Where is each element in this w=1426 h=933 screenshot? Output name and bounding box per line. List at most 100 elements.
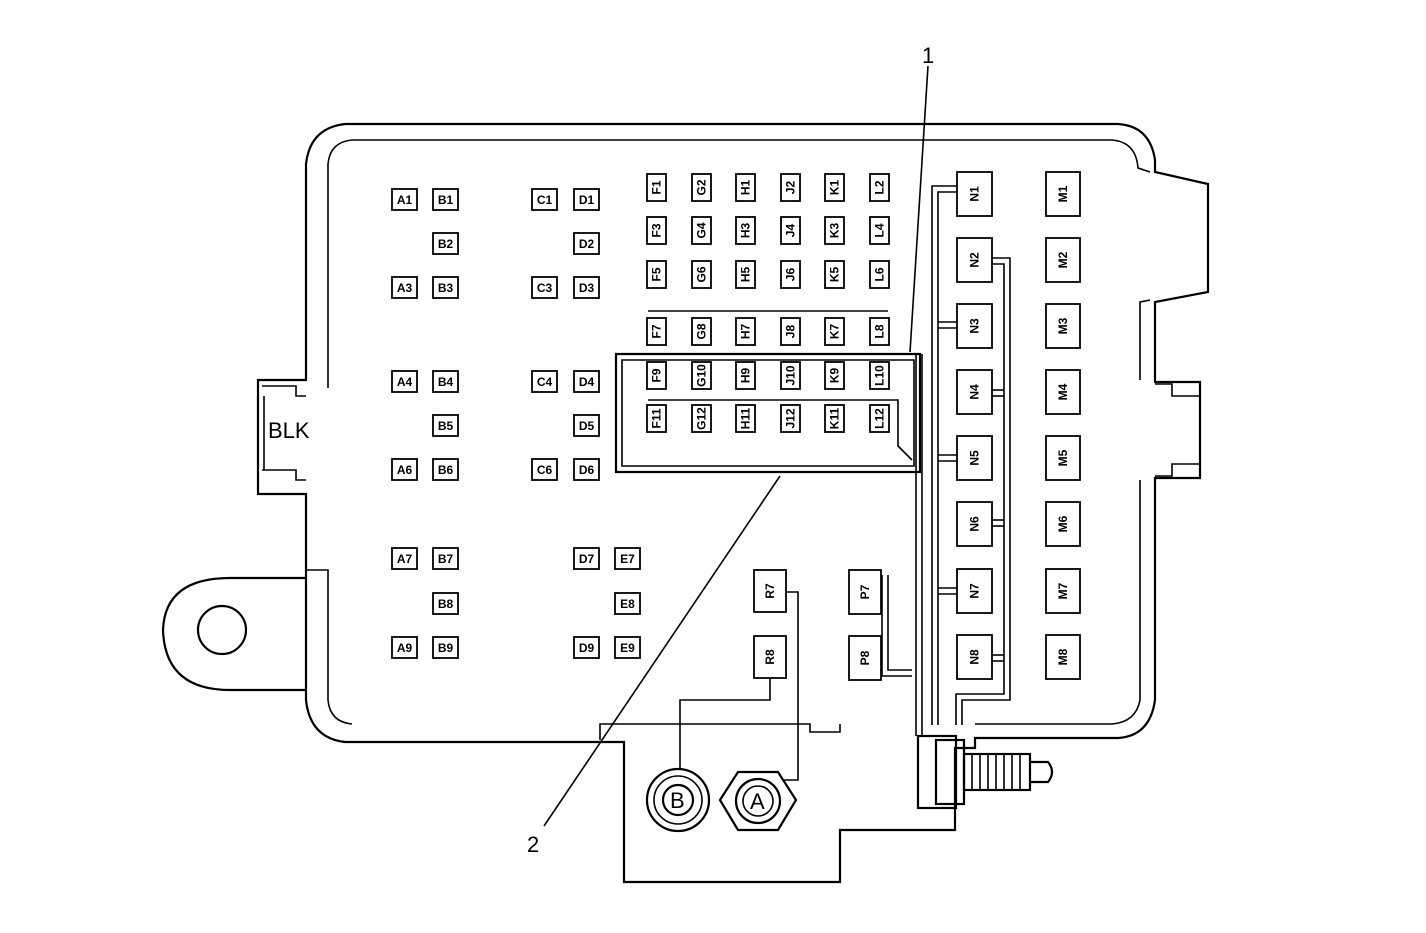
fuse-b4: B4 xyxy=(432,370,459,393)
fuse-d6: D6 xyxy=(573,458,600,481)
fuse-f9: F9 xyxy=(646,361,667,390)
fuse-label: L8 xyxy=(873,324,887,338)
fuse-k11: K11 xyxy=(824,404,845,433)
fuse-j8: J8 xyxy=(780,317,801,346)
fuse-label: L4 xyxy=(873,223,887,237)
fuse-label: J2 xyxy=(784,181,798,195)
relay-label: M1 xyxy=(1056,185,1070,202)
fuse-label: E8 xyxy=(620,597,635,611)
fuse-h7: H7 xyxy=(735,317,756,346)
fuse-label: B9 xyxy=(438,641,454,655)
relay-bus-wiring xyxy=(679,185,1011,781)
fuse-label: J12 xyxy=(784,408,798,428)
relay-m1: M1 xyxy=(1045,171,1081,217)
fuse-label: C3 xyxy=(537,281,553,295)
relay-label: M7 xyxy=(1056,582,1070,599)
fuse-c1: C1 xyxy=(531,188,558,211)
connector-label: BLK xyxy=(268,418,310,443)
relay-label: N8 xyxy=(968,649,982,665)
fuse-j12: J12 xyxy=(780,404,801,433)
stud-a-label: A xyxy=(750,789,765,814)
fuse-label: D5 xyxy=(579,419,595,433)
relay-n4: N4 xyxy=(956,369,993,415)
fuse-label: H5 xyxy=(739,267,753,283)
fuse-h3: H3 xyxy=(735,216,756,245)
relay-r8: R8 xyxy=(753,635,787,679)
stud-b: B xyxy=(645,767,711,833)
fuse-label: G10 xyxy=(695,364,709,387)
fuse-e8: E8 xyxy=(614,592,641,615)
fuse-label: F7 xyxy=(650,324,664,338)
fuse-f7: F7 xyxy=(646,317,667,346)
fuse-d5: D5 xyxy=(573,414,600,437)
fuse-label: D3 xyxy=(579,281,595,295)
relay-p7: P7 xyxy=(848,569,882,615)
fuse-f11: F11 xyxy=(646,404,667,433)
relay-m4: M4 xyxy=(1045,369,1081,415)
relay-m2: M2 xyxy=(1045,237,1081,283)
fuse-a4: A4 xyxy=(391,370,418,393)
relay-r7: R7 xyxy=(753,569,787,613)
fuse-label: C4 xyxy=(537,375,553,389)
callout-2-region xyxy=(614,352,922,474)
fuse-label: K5 xyxy=(828,267,842,283)
fuse-a7: A7 xyxy=(391,547,418,570)
fuse-c4: C4 xyxy=(531,370,558,393)
fuse-l6: L6 xyxy=(869,260,890,289)
fuse-label: L12 xyxy=(873,408,887,429)
fuse-label: A4 xyxy=(397,375,413,389)
relay-label: M4 xyxy=(1056,383,1070,400)
fuse-label: H3 xyxy=(739,223,753,239)
fuse-label: H9 xyxy=(739,368,753,384)
fuse-label: D2 xyxy=(579,237,595,251)
fuse-c6: C6 xyxy=(531,458,558,481)
fuse-label: F9 xyxy=(650,368,664,382)
fuse-label: B4 xyxy=(438,375,454,389)
relay-label: P7 xyxy=(858,584,872,599)
fuse-label: D7 xyxy=(579,552,595,566)
fuse-label: J10 xyxy=(784,365,798,385)
relay-label: M5 xyxy=(1056,449,1070,466)
fuse-label: B5 xyxy=(438,419,454,433)
fuse-l10: L10 xyxy=(869,361,890,390)
relay-label: N4 xyxy=(968,384,982,400)
fuse-label: H7 xyxy=(739,324,753,340)
fuse-label: G12 xyxy=(695,407,709,430)
relay-label: R8 xyxy=(763,649,777,665)
fuse-label: D4 xyxy=(579,375,595,389)
fuse-label: J6 xyxy=(784,268,798,282)
relay-m8: M8 xyxy=(1045,634,1081,680)
fuse-label: A7 xyxy=(397,552,413,566)
fuse-g6: G6 xyxy=(691,260,712,289)
fuse-g8: G8 xyxy=(691,317,712,346)
fuse-d7: D7 xyxy=(573,547,600,570)
relay-label: R7 xyxy=(763,583,777,599)
fuse-e7: E7 xyxy=(614,547,641,570)
fuse-label: G2 xyxy=(695,179,709,195)
relay-m5: M5 xyxy=(1045,435,1081,481)
fuse-label: E9 xyxy=(620,641,635,655)
fuse-label: K7 xyxy=(828,324,842,340)
fuse-a9: A9 xyxy=(391,636,418,659)
fuse-h9: H9 xyxy=(735,361,756,390)
relay-n5: N5 xyxy=(956,435,993,481)
fuse-label: D1 xyxy=(579,193,595,207)
housing-outline xyxy=(161,122,1210,884)
fuse-g12: G12 xyxy=(691,404,712,433)
fuse-label: F11 xyxy=(650,408,664,428)
fuse-c3: C3 xyxy=(531,276,558,299)
callout-1-number: 1 xyxy=(922,43,934,68)
fuse-d4: D4 xyxy=(573,370,600,393)
fuse-label: K1 xyxy=(828,180,842,196)
stud-a: A xyxy=(718,770,798,832)
relay-label: P8 xyxy=(858,650,872,665)
fuse-e9: E9 xyxy=(614,636,641,659)
fuse-h11: H11 xyxy=(735,404,756,433)
fuse-label: G6 xyxy=(695,266,709,282)
relay-label: N2 xyxy=(968,252,982,268)
fuse-label: C1 xyxy=(537,193,553,207)
fuse-label: F1 xyxy=(650,180,664,194)
fuse-label: B6 xyxy=(438,463,454,477)
relay-m3: M3 xyxy=(1045,303,1081,349)
